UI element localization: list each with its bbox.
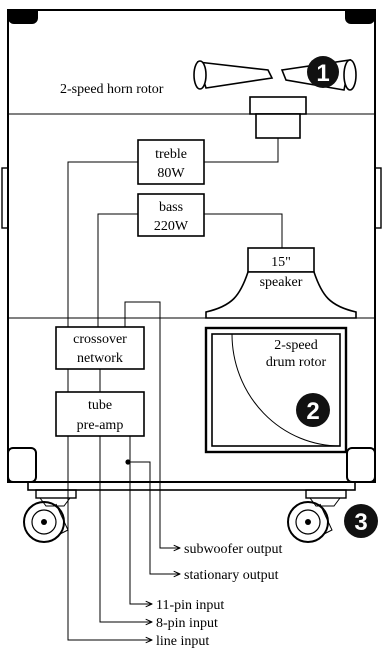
bass-amp: bass 220W <box>137 193 205 237</box>
drum-rotor-arc <box>231 333 341 447</box>
bass-power-label: 220W <box>154 219 189 234</box>
horn-right-mouth <box>343 59 357 91</box>
callout-2-badge <box>296 393 330 427</box>
horn-left <box>196 61 274 89</box>
cabinet-base <box>27 481 356 491</box>
caster-right-plate <box>305 489 347 499</box>
horn-driver-upper <box>249 96 307 115</box>
caster-left-hub-ring <box>31 509 57 535</box>
junction-dot <box>125 459 131 465</box>
caster-left-brake <box>55 503 69 535</box>
drum-rotor-label-2: drum rotor <box>266 355 327 370</box>
caster-right-fork <box>309 497 341 507</box>
line-input-label: line input <box>156 634 209 648</box>
drum-rotor: 2-speed drum rotor 2 <box>204 326 348 454</box>
subwoofer-output-label: subwoofer output <box>184 542 282 557</box>
wire-subwoofer-output <box>124 301 180 548</box>
wire-crossover-to-treble <box>67 161 138 327</box>
treble-power-label: 80W <box>157 166 185 181</box>
wire-8pin-input <box>99 436 152 622</box>
drum-rotor-frame <box>204 326 348 454</box>
wire-line-input <box>67 369 152 640</box>
crossover-network: crossover network <box>55 326 145 370</box>
speaker-label: speaker <box>260 275 303 290</box>
pin8-input-label: 8-pin input <box>156 616 218 631</box>
crossover-box <box>55 326 145 370</box>
crossover-label-1: crossover <box>73 332 127 347</box>
bass-label: bass <box>159 200 183 215</box>
treble-amp-box <box>137 139 205 185</box>
callout-2-number: 2 <box>306 398 319 425</box>
wire-11pin-input <box>129 436 152 604</box>
caster-right <box>287 489 347 543</box>
wire-treble-to-horn <box>204 138 279 163</box>
horn-driver-lower <box>255 113 301 139</box>
preamp-label-1: tube <box>88 398 112 413</box>
corner-cap-bottom-right <box>346 447 376 483</box>
speaker-cone <box>205 271 357 319</box>
wire-stationary-output <box>128 461 180 574</box>
bass-speaker: 15" speaker <box>205 247 357 319</box>
wire-crossover-to-bass <box>97 213 138 327</box>
corner-cap-top-right <box>345 10 375 24</box>
caster-right-brake <box>319 503 333 535</box>
pin11-input-label: 11-pin input <box>156 598 224 613</box>
speaker-size-label: 15" <box>271 255 291 270</box>
wire-bass-to-speaker <box>204 213 283 248</box>
treble-label: treble <box>155 147 187 162</box>
crossover-label-2: network <box>77 351 123 366</box>
corner-cap-bottom-left <box>7 447 37 483</box>
preamp-label-2: pre-amp <box>77 418 124 433</box>
caster-left <box>23 489 77 543</box>
callout-1-number: 1 <box>316 60 329 87</box>
horn-rotor: 1 2-speed horn rotor <box>60 56 357 139</box>
speaker-magnet <box>247 247 315 273</box>
callout-3-number: 3 <box>354 509 367 536</box>
callout-3-badge <box>344 504 378 538</box>
horn-left-mouth <box>193 60 207 90</box>
wiring <box>67 138 283 640</box>
drum-rotor-label-1: 2-speed <box>274 338 318 353</box>
tube-preamp: tube pre-amp <box>55 391 145 437</box>
handle-left <box>1 167 9 229</box>
handle-right <box>374 167 382 229</box>
treble-amp: treble 80W <box>137 139 205 185</box>
caster-left-plate <box>35 489 77 499</box>
caster-right-axle <box>305 519 311 525</box>
horn-rotor-label: 2-speed horn rotor <box>60 82 164 97</box>
callout-1-badge <box>307 56 339 88</box>
caster-left-axle <box>41 519 47 525</box>
corner-cap-top-left <box>8 10 38 24</box>
caster-right-hub-ring <box>295 509 321 535</box>
bass-amp-box <box>137 193 205 237</box>
preamp-box <box>55 391 145 437</box>
stationary-output-label: stationary output <box>184 568 279 583</box>
cabinet <box>1 9 382 491</box>
